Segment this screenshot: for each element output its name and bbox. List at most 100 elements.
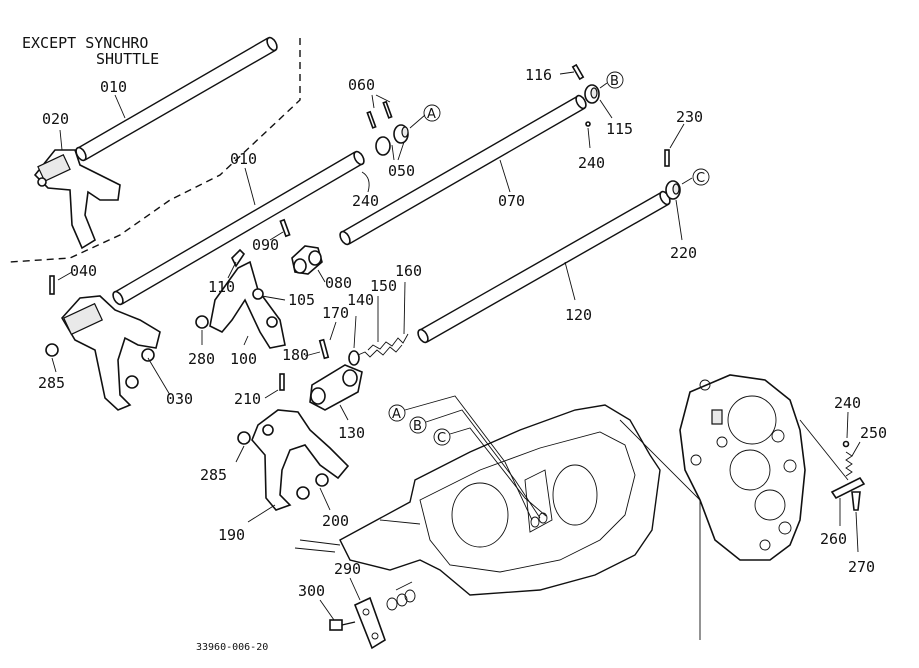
leader-a-bottom (404, 395, 533, 521)
leader-c-top (681, 177, 693, 185)
leader-115 (599, 99, 613, 119)
leader-030 (147, 357, 171, 396)
label-010-long: 010 (230, 150, 257, 168)
leader-240b (587, 127, 591, 149)
drawing-number: 33960-006-20 (196, 642, 268, 653)
leader-010a (114, 94, 126, 119)
leader-cover-right (799, 419, 849, 481)
label-200: 200 (322, 512, 349, 530)
label-130: 130 (338, 424, 365, 442)
pin-230 (664, 149, 670, 167)
leader-090 (269, 231, 284, 241)
leader-105 (261, 295, 286, 301)
label-300: 300 (298, 582, 325, 600)
callout-circle-a-top (423, 104, 441, 122)
leader-a-top (409, 114, 426, 129)
pin-040 (49, 275, 55, 295)
fork-020 (33, 149, 121, 250)
label-020: 020 (42, 110, 69, 128)
callout-a-top: A (427, 107, 436, 122)
label-290: 290 (334, 560, 361, 578)
label-240-right: 240 (834, 394, 861, 412)
label-250: 250 (860, 424, 887, 442)
leader-040 (57, 271, 73, 281)
group-boundary-dashed-line (9, 38, 301, 263)
leader-120 (564, 261, 576, 301)
leader-080 (317, 269, 326, 283)
leader-070 (499, 159, 511, 193)
leader-300 (319, 599, 335, 621)
label-080: 080 (325, 274, 352, 292)
ring-set-050 (366, 100, 409, 156)
header-line-1: EXCEPT SYNCHRO (22, 34, 148, 52)
spring-250 (845, 451, 853, 477)
callout-circle-b-top (606, 71, 624, 89)
plate-290 (353, 596, 386, 650)
label-160: 160 (395, 262, 422, 280)
leader-170 (329, 321, 337, 341)
label-116: 116 (525, 66, 552, 84)
leader-130 (339, 404, 349, 421)
shaft-010-upper (75, 36, 278, 162)
plug-280 (195, 315, 209, 329)
leader-190 (247, 504, 276, 523)
leader-020 (59, 129, 63, 151)
callout-b-bottom: B (413, 419, 422, 434)
label-140: 140 (347, 291, 374, 309)
leader-110 (227, 261, 237, 279)
label-040: 040 (70, 262, 97, 280)
label-285-left: 285 (38, 374, 65, 392)
label-230: 230 (676, 108, 703, 126)
label-070: 070 (498, 192, 525, 210)
label-210: 210 (234, 390, 261, 408)
pin-210 (279, 373, 285, 391)
spring-150 (357, 344, 403, 358)
leader-050a (391, 144, 395, 161)
label-285-middle: 285 (200, 466, 227, 484)
label-050: 050 (388, 162, 415, 180)
leader-285a (51, 357, 57, 373)
label-010-upper: 010 (100, 78, 127, 96)
leader-060a (371, 94, 375, 109)
label-030: 030 (166, 390, 193, 408)
label-150: 150 (370, 277, 397, 295)
label-180: 180 (282, 346, 309, 364)
ring-220-hole (672, 183, 680, 195)
label-110: 110 (208, 278, 235, 296)
label-120: 120 (565, 306, 592, 324)
leader-060b (375, 94, 391, 103)
pin-116 (571, 63, 585, 81)
label-060: 060 (348, 76, 375, 94)
leader-270 (855, 511, 859, 553)
callout-circle-c-top (692, 168, 710, 186)
label-270: 270 (848, 558, 875, 576)
callout-circle-c-bottom (433, 428, 451, 446)
callout-circle-a-bottom (388, 404, 406, 422)
label-115: 115 (606, 120, 633, 138)
leader-116 (559, 71, 575, 75)
label-170: 170 (322, 304, 349, 322)
leader-250 (851, 441, 861, 457)
leader-220 (675, 199, 683, 241)
leader-c-bottom (449, 427, 547, 517)
leader-b-bottom (425, 409, 541, 519)
plug-285-middle (237, 431, 251, 445)
leader-240c (846, 411, 849, 439)
label-240-left: 240 (352, 192, 379, 210)
bolt-300 (329, 619, 356, 631)
leader-180 (304, 351, 321, 357)
leader-230 (669, 123, 685, 149)
callout-c-bottom: C (437, 431, 446, 446)
plate-260 (830, 476, 866, 500)
shaft-010-long (112, 150, 365, 306)
ball-240 (585, 121, 591, 127)
leader-160 (403, 281, 406, 335)
label-190: 190 (218, 526, 245, 544)
label-260: 260 (820, 530, 847, 548)
callout-a-bottom: A (392, 407, 401, 422)
header-line-2: SHUTTLE (96, 50, 159, 68)
label-220: 220 (670, 244, 697, 262)
leader-240a (361, 171, 370, 193)
spring-160 (367, 333, 409, 351)
